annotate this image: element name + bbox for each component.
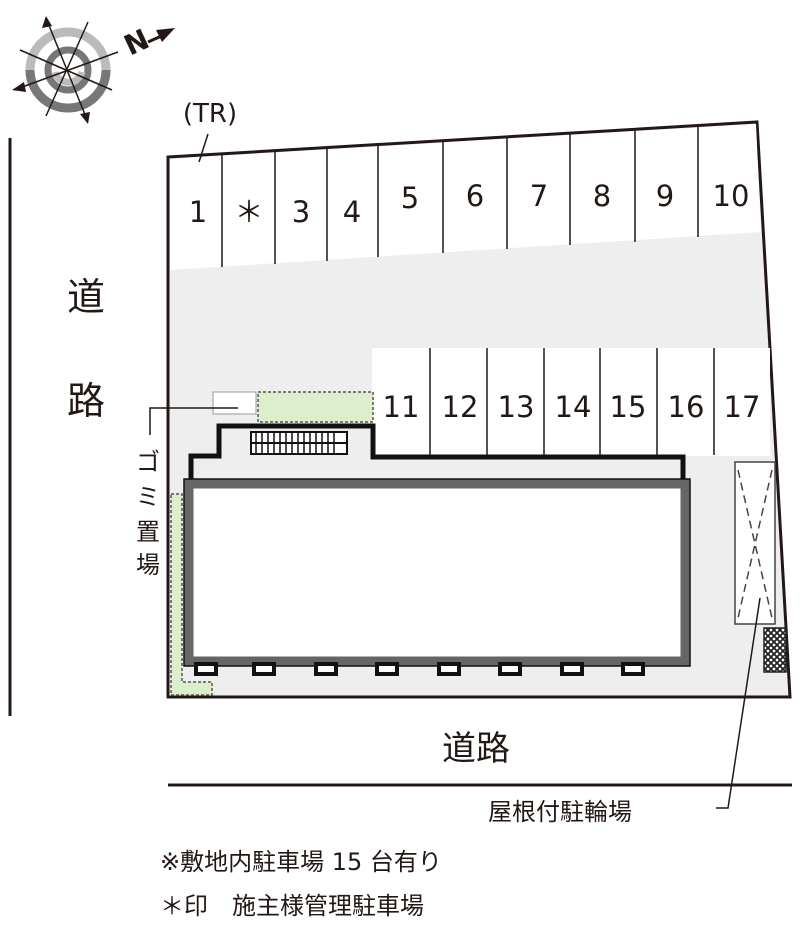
- parking-labels-top: 1 ＊ 3 4 5 6 7 8 9 10: [189, 179, 750, 229]
- parking-space-11: 11: [383, 390, 420, 424]
- parking-space-12: 12: [442, 390, 479, 424]
- parking-space-6: 6: [466, 179, 484, 213]
- garbage-leader: [149, 407, 238, 435]
- garbage-label-char: 置: [136, 518, 160, 546]
- parking-space-14: 14: [555, 390, 592, 424]
- hatched-box: [763, 627, 787, 673]
- parking-labels-middle: 11 12 13 14 15 16 17: [383, 390, 761, 424]
- garbage-label: ゴ ミ 置 場: [136, 448, 160, 579]
- compass-rose-icon: N: [12, 16, 175, 124]
- left-road-label-2: 路: [67, 379, 105, 423]
- stairs-icon: [250, 431, 348, 455]
- parking-row-middle: [372, 348, 770, 456]
- balconies: [194, 662, 645, 676]
- hedge-left: [170, 493, 213, 696]
- parking-row-top: [170, 124, 761, 270]
- parking-space-16: 16: [668, 390, 705, 424]
- parking-space-9: 9: [656, 179, 674, 213]
- parking-space-1: 1: [189, 195, 207, 229]
- parking-dividers-middle: [429, 348, 715, 455]
- parking-space-8: 8: [593, 179, 611, 213]
- parking-space-5: 5: [401, 181, 419, 215]
- garbage-label-char: ミ: [136, 483, 160, 511]
- garbage-area: [212, 391, 257, 415]
- parking-dividers-top: [221, 126, 699, 267]
- parking-space-15: 15: [610, 390, 647, 424]
- transformer-label: (TR): [183, 99, 237, 129]
- hedge-top: [257, 391, 374, 423]
- garbage-label-char: ゴ: [136, 448, 160, 476]
- bike-parking: [734, 461, 776, 625]
- left-road-label-1: 道: [67, 275, 105, 319]
- bike-parking-label: 屋根付駐輪場: [488, 798, 632, 826]
- parking-space-10: 10: [713, 179, 750, 213]
- parking-space-13: 13: [498, 390, 535, 424]
- bike-parking-leader: [716, 597, 761, 809]
- garbage-label-char: 場: [136, 551, 160, 579]
- parking-space-owner: ＊: [234, 195, 263, 229]
- note-parking-count: ※敷地内駐車場 15 台有り: [160, 848, 442, 876]
- parking-space-7: 7: [530, 179, 548, 213]
- parking-space-3: 3: [292, 195, 310, 229]
- transformer-leader: [198, 133, 209, 163]
- parking-space-17: 17: [724, 390, 761, 424]
- building: [184, 479, 690, 666]
- parking-space-4: 4: [343, 195, 361, 229]
- note-owner-parking: ＊印 施主様管理駐車場: [160, 892, 424, 920]
- bottom-road-label: 道路: [442, 729, 510, 769]
